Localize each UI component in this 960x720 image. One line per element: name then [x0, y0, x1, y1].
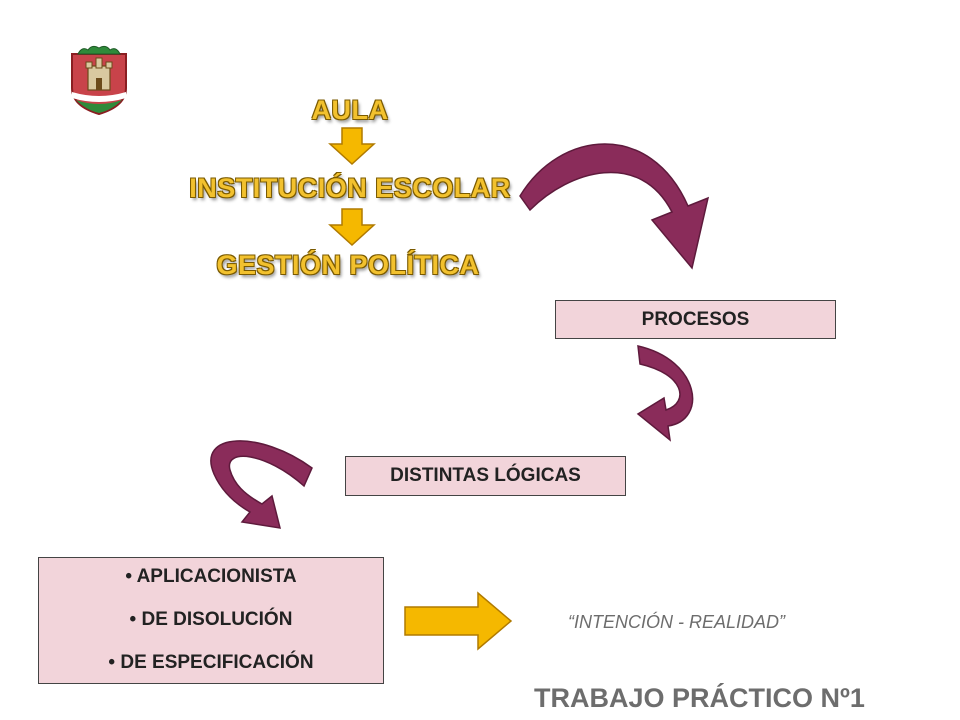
logic-type-label: APLICACIONISTA	[136, 566, 297, 587]
intention-reality-quote: “INTENCIÓN - REALIDAD”	[568, 612, 786, 632]
coat-of-arms-icon	[71, 45, 127, 116]
logic-types-box: • APLICACIONISTA • DE DISOLUCIÓN • DE ES…	[38, 557, 384, 684]
arrow-right-icon	[404, 591, 513, 651]
bullet: •	[129, 609, 137, 630]
bullet: •	[108, 652, 116, 673]
level-institucion-escolar: INSTITUCIÓN ESCOLAR	[189, 173, 511, 203]
logic-type-label: DE DISOLUCIÓN	[141, 609, 293, 630]
logic-type-label: DE ESPECIFICACIÓN	[120, 652, 314, 673]
footer-title: TRABAJO PRÁCTICO Nº1	[534, 683, 865, 713]
list-item: • DE DISOLUCIÓN	[39, 609, 383, 631]
processes-box: PROCESOS	[555, 300, 836, 339]
logics-box: DISTINTAS LÓGICAS	[345, 456, 626, 496]
level-gestion-politica: GESTIÓN POLÍTICA	[216, 250, 480, 280]
list-item: • APLICACIONISTA	[39, 566, 383, 588]
list-item: • DE ESPECIFICACIÓN	[39, 652, 383, 674]
level-aula: AULA	[311, 95, 389, 125]
arrow-down-icon	[328, 127, 376, 166]
bullet: •	[125, 566, 132, 587]
arrow-down-icon	[328, 208, 376, 247]
